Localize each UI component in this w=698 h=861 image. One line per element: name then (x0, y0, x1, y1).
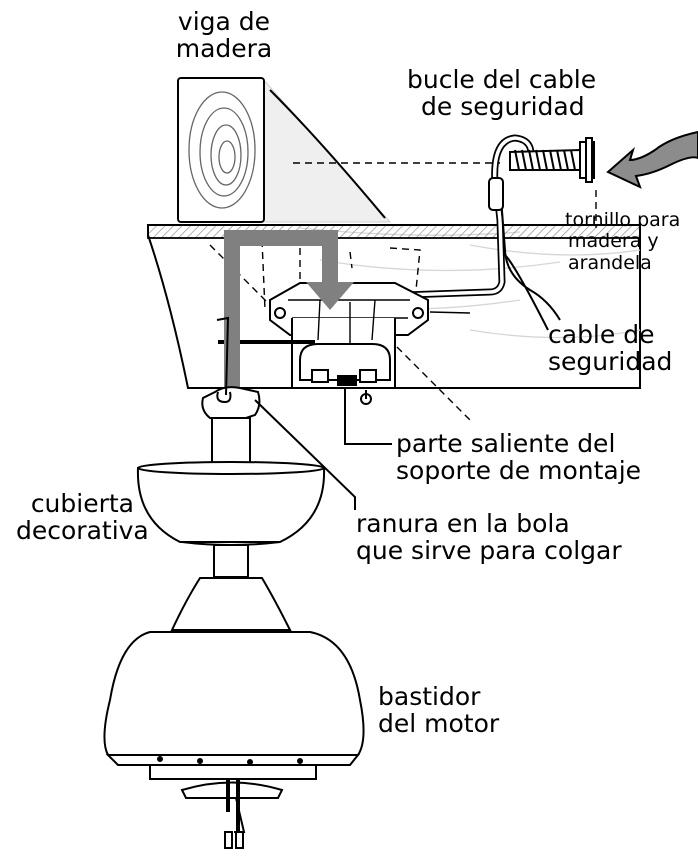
label-mounting-bracket-tab: parte saliente del soporte de montaje (396, 429, 642, 485)
label-safety-cable: cable de seguridad (548, 320, 673, 376)
canopy (136, 461, 326, 546)
motor-housing (103, 544, 365, 849)
label-motor-housing: bastidor del motor (378, 682, 500, 738)
label-wood-screw-washer: tornillo para madera y arandela (565, 209, 681, 274)
leader-lines (254, 254, 549, 510)
wood-beam (177, 77, 392, 223)
label-hanger-ball-slot: ranura en la bola que sirve para colgar (356, 509, 622, 565)
label-wood-beam: viga de madera (175, 7, 273, 63)
direction-arrow (224, 230, 354, 390)
wood-screw (509, 137, 595, 183)
label-canopy: cubierta decorativa (16, 489, 149, 545)
curved-arrow-icon (606, 130, 698, 189)
downrod (201, 316, 261, 467)
label-safety-cable-loop: bucle del cable de seguridad (407, 65, 597, 121)
mounting-bracket (269, 282, 471, 405)
